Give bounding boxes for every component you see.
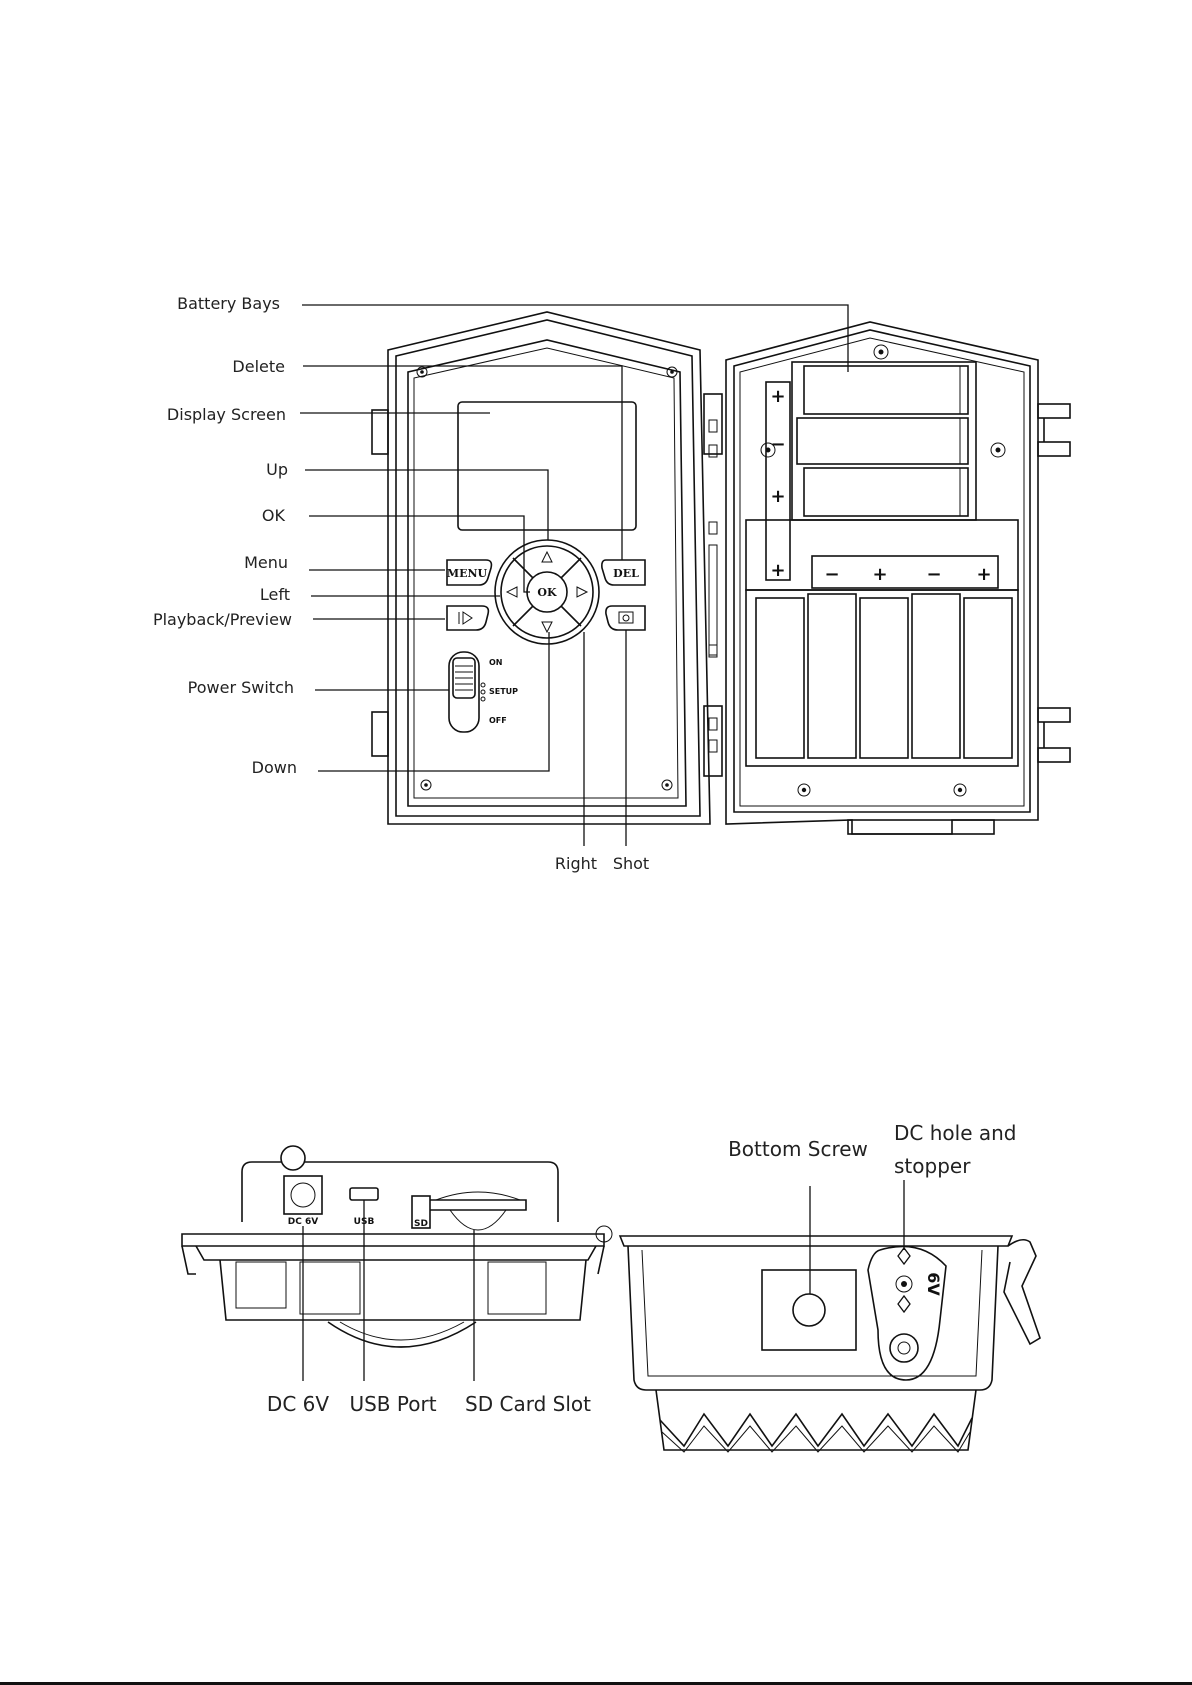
label-dc-6v: DC 6V: [267, 1392, 329, 1416]
label-left: Left: [260, 585, 290, 604]
bottom-right-unit: 6V: [620, 1236, 1040, 1452]
svg-text:+: +: [770, 486, 785, 507]
label-delete: Delete: [232, 357, 285, 376]
svg-text:+: +: [872, 564, 887, 585]
label-ok: OK: [262, 506, 286, 525]
power-switch[interactable]: ON SETUP OFF: [449, 652, 518, 732]
del-button[interactable]: DEL: [602, 560, 645, 585]
dc-port-text: DC 6V: [288, 1217, 318, 1227]
playback-button[interactable]: [447, 606, 488, 630]
down-arrow-icon: [542, 622, 552, 632]
svg-text:−: −: [824, 564, 839, 585]
shot-button[interactable]: [606, 606, 645, 630]
up-arrow-icon: [542, 552, 552, 562]
label-sd-card-slot: SD Card Slot: [465, 1392, 591, 1416]
d-pad[interactable]: OK: [495, 540, 599, 644]
svg-text:−: −: [770, 434, 785, 455]
label-shot: Shot: [613, 854, 649, 873]
sd-port-text: SD: [414, 1219, 428, 1229]
label-playback-preview: Playback/Preview: [153, 610, 292, 629]
svg-text:−: −: [926, 564, 941, 585]
label-bottom-screw: Bottom Screw: [728, 1137, 868, 1161]
bottom-callouts: DC 6V USB Port SD Card Slot Bottom Screw…: [267, 1121, 1017, 1416]
front-door: [372, 312, 722, 824]
label-down: Down: [252, 758, 297, 777]
menu-button[interactable]: MENU: [447, 560, 492, 585]
front-callouts: Battery Bays Delete Display Screen Up OK…: [153, 294, 848, 873]
label-dc-hole-line1: DC hole and: [894, 1121, 1016, 1145]
label-dc-hole-line2: stopper: [894, 1154, 971, 1178]
label-usb-port: USB Port: [349, 1392, 436, 1416]
label-battery-bays: Battery Bays: [177, 294, 280, 313]
right-arrow-icon: [577, 587, 587, 597]
svg-text:+: +: [770, 386, 785, 407]
switch-on-label: ON: [489, 658, 503, 667]
display-screen: [458, 402, 636, 530]
dc-cap-text: 6V: [924, 1272, 943, 1296]
usb-port-icon: [350, 1188, 378, 1200]
label-up: Up: [266, 460, 288, 479]
bottom-left-unit: DC 6V USB SD: [182, 1146, 612, 1347]
menu-button-label: MENU: [447, 567, 488, 580]
svg-text:+: +: [770, 560, 785, 581]
svg-text:+: +: [976, 564, 991, 585]
switch-off-label: OFF: [489, 716, 507, 725]
ok-button-label: OK: [537, 586, 557, 599]
label-menu: Menu: [244, 553, 288, 572]
left-arrow-icon: [507, 587, 517, 597]
del-button-label: DEL: [613, 567, 639, 580]
battery-body: + − + + − + − +: [726, 322, 1070, 834]
label-right: Right: [555, 854, 597, 873]
label-power-switch: Power Switch: [188, 678, 294, 697]
label-display-screen: Display Screen: [167, 405, 286, 424]
switch-setup-label: SETUP: [489, 687, 518, 696]
